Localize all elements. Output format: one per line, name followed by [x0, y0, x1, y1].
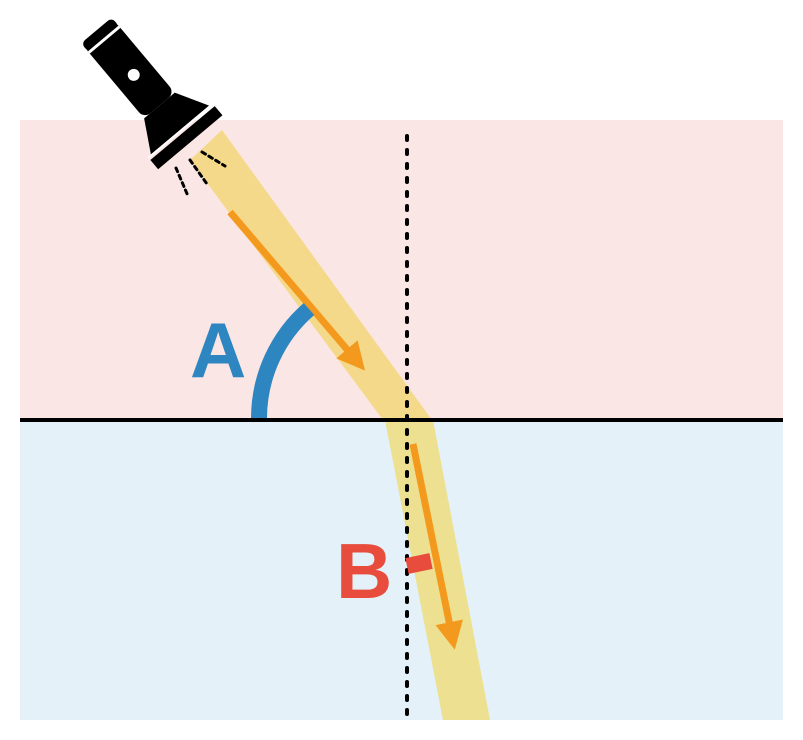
refracted-arrow — [409, 443, 463, 650]
angle-a-arc — [251, 302, 315, 419]
upper-medium — [20, 120, 783, 420]
flashlight-icon — [83, 19, 227, 198]
angle-a-label: A — [190, 306, 246, 394]
incident-beam — [190, 130, 432, 420]
angle-b-arc — [405, 553, 433, 574]
incident-arrow — [227, 209, 366, 371]
angle-b-label: B — [336, 527, 392, 615]
